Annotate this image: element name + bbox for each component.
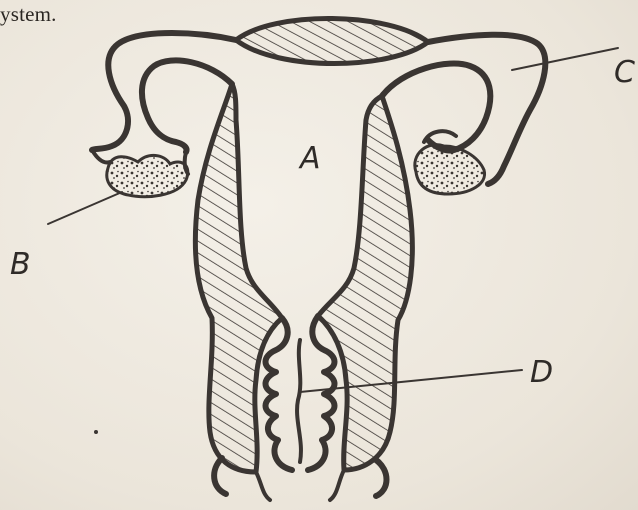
- right-tube-inner-wall: [382, 64, 490, 151]
- right-ovary: [415, 145, 485, 194]
- label-c: C: [614, 55, 635, 90]
- vaginal-outline-center-right: [330, 470, 344, 500]
- label-a: A: [298, 141, 321, 176]
- cervical-folds-left: [266, 318, 293, 470]
- cervical-canal: [297, 340, 301, 462]
- cervical-folds-right: [308, 316, 335, 470]
- label-d: D: [530, 355, 553, 390]
- uterine-fundus: [236, 18, 428, 63]
- left-ovary: [107, 155, 188, 196]
- vaginal-outline-center-left: [256, 472, 270, 500]
- vaginal-outline-right: [376, 460, 387, 496]
- leader-line-c: [512, 48, 618, 70]
- leader-line-b: [48, 192, 122, 224]
- print-speck: [94, 430, 98, 434]
- label-b: B: [10, 247, 31, 282]
